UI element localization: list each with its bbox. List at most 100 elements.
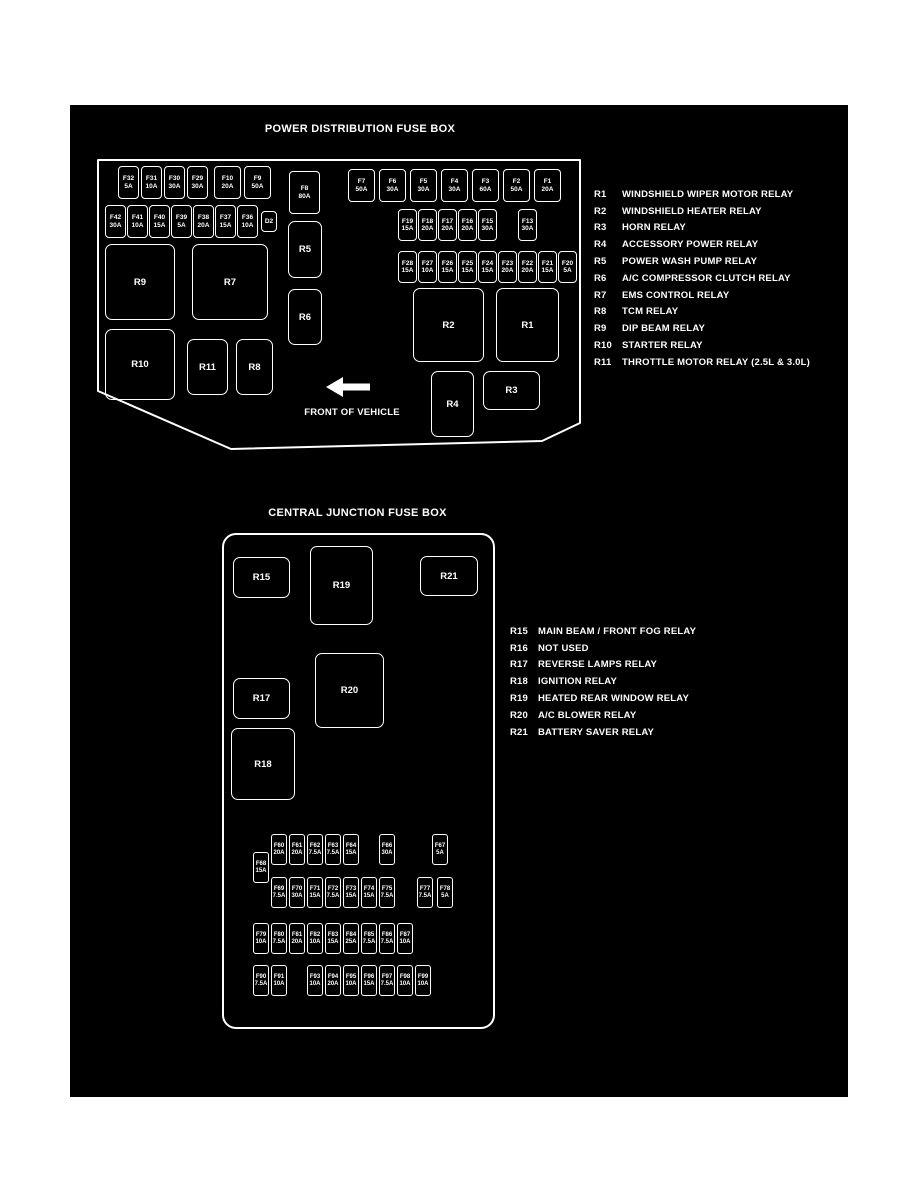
fuse-id-label: F1 [543, 178, 552, 186]
fuse-amp-label: 60A [479, 185, 492, 193]
front-of-vehicle-arrow-icon [326, 377, 370, 397]
fuse-amp-label: 15A [309, 892, 321, 899]
fuse-id-label: F9 [253, 175, 262, 183]
fuse-amp-label: 7.5A [362, 938, 376, 945]
legend-relay-id: R2 [594, 205, 607, 217]
fuse-amp-label: 7.5A [418, 892, 432, 899]
fuse-id-label: F39 [175, 214, 188, 222]
fuse-id-label: F61 [291, 842, 303, 849]
fuse-id-label: F66 [381, 842, 393, 849]
fuse-amp-label: 15A [461, 267, 474, 274]
fuse-id-label: F70 [291, 885, 303, 892]
relay-id-label: R9 [133, 276, 147, 288]
fuse-id-label: F7 [357, 178, 366, 186]
relay-id-label: R3 [505, 385, 518, 396]
power-box-outline [97, 159, 581, 450]
legend-relay-id: R19 [510, 693, 529, 705]
power-box-title: POWER DISTRIBUTION FUSE BOX [264, 123, 456, 135]
legend-relay-description: HEATED REAR WINDOW RELAY [538, 693, 689, 705]
fuse-amp-label: 15A [153, 221, 166, 229]
fuse-id-label: F3 [481, 178, 490, 186]
fuse-id-label: D2 [264, 217, 274, 225]
relay-id-label: R19 [332, 580, 351, 591]
fuse-id-label: F97 [381, 973, 393, 980]
relay-r8: R8 [236, 339, 273, 395]
fuse-id-label: F21 [541, 259, 554, 267]
fuse-amp-label: 15A [481, 267, 494, 274]
relay-id-label: R17 [252, 693, 271, 704]
relay-r6: R6 [288, 289, 322, 345]
fuse-id-label: F36 [241, 214, 254, 222]
legend-relay-description: BATTERY SAVER RELAY [538, 726, 655, 738]
fuse-amp-label: 20A [521, 267, 534, 274]
relay-r18: R18 [231, 728, 295, 800]
fuse-id-label: F77 [419, 885, 431, 892]
legend-relay-id: R4 [594, 239, 607, 251]
fuse-id-label: F13 [521, 217, 534, 225]
fuse-amp-label: 5A [436, 849, 444, 856]
fuse-amp-label: 15A [255, 867, 267, 874]
legend-relay-description: POWER WASH PUMP RELAY [622, 256, 758, 268]
fuse-id-label: F24 [481, 259, 494, 267]
relay-id-label: R21 [440, 570, 458, 582]
legend-relay-id: R9 [594, 323, 607, 335]
fuse-amp-label: 80A [298, 192, 311, 200]
fuse-amp-label: 30A [191, 182, 204, 190]
fuse-amp-label: 7.5A [380, 892, 394, 899]
legend-relay-description: WINDSHIELD WIPER MOTOR RELAY [622, 188, 794, 200]
legend-relay-description: STARTER RELAY [622, 340, 703, 352]
fuse-id-label: F23 [501, 259, 514, 267]
fuse-id-label: F64 [345, 842, 357, 849]
fuse-amp-label: 15A [363, 980, 375, 987]
fuse-amp-label: 5A [441, 892, 449, 899]
fuse-amp-label: 15A [441, 267, 454, 274]
fuse-amp-label: 20A [197, 221, 210, 229]
fuse-amp-label: 10A [131, 221, 144, 229]
diagram-panel [70, 105, 848, 1097]
fuse-id-label: F29 [191, 175, 204, 183]
fuse-id-label: F99 [417, 973, 429, 980]
fuse-id-label: F6 [388, 178, 397, 186]
fuse-amp-label: 5A [177, 221, 186, 229]
fuse-amp-label: 15A [401, 267, 414, 274]
relay-r4: R4 [431, 371, 474, 437]
fuse-id-label: F30 [168, 175, 181, 183]
fuse-id-label: F32 [122, 175, 135, 183]
fuse-amp-label: 50A [510, 185, 523, 193]
fuse-amp-label: 25A [345, 938, 357, 945]
fuse-amp-label: 7.5A [308, 849, 322, 856]
legend-relay-id: R6 [594, 272, 607, 284]
fuse-amp-label: 30A [109, 221, 122, 229]
